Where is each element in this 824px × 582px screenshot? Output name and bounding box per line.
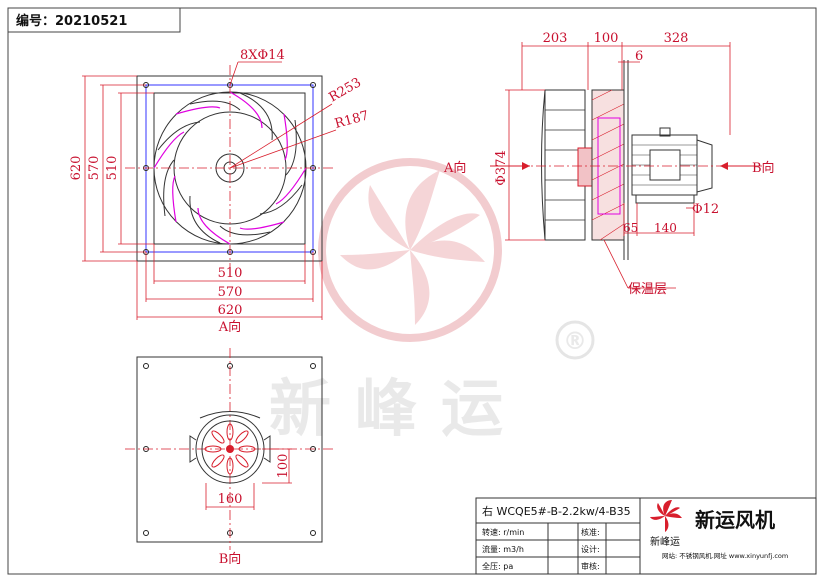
- title-block: 右 WCQE5#-B-2.2kw/4-B35 转速: r/min 核准: 流量:…: [475, 497, 817, 575]
- dim-203: 203: [543, 31, 568, 46]
- row-design-label: 设计:: [581, 544, 600, 554]
- motor-end-inner: [201, 420, 259, 478]
- dia-12: Φ12: [692, 202, 719, 217]
- dia-374: Φ374: [494, 150, 509, 185]
- dim-100: 100: [594, 31, 619, 46]
- front-flange-bolt-square: [145, 84, 314, 253]
- motor-fan-cover: [696, 139, 713, 193]
- dim-510-horizontal: 510: [218, 266, 243, 281]
- motor-foot: [635, 194, 695, 204]
- view-a-label: A向: [218, 319, 241, 335]
- hole-callout: 8XΦ14: [240, 48, 285, 63]
- dim-570-vertical: 570: [87, 156, 102, 181]
- brand-logo-icon: [650, 500, 682, 532]
- side-view: A向 B向 203 100 328 6 Φ374 Φ12 65 140: [443, 31, 775, 297]
- row-speed-label: 转速: r/min: [482, 527, 524, 537]
- side-label-a: A向: [443, 160, 466, 176]
- model-number: 右 WCQE5#-B-2.2kw/4-B35: [482, 504, 631, 518]
- drawing-number-box: [7, 7, 181, 33]
- bottom-dims: [205, 448, 292, 510]
- impeller-blades: [153, 91, 307, 245]
- side-label-b: B向: [752, 160, 775, 176]
- radius-inner-label: R187: [333, 108, 370, 131]
- motor-end-center: [226, 445, 234, 453]
- row-flow-label: 流量: m3/h: [482, 544, 524, 554]
- dim-328: 328: [664, 31, 689, 46]
- front-opening: [153, 92, 306, 245]
- bolt-holes: [143, 82, 316, 255]
- dim-620-horizontal: 620: [218, 303, 243, 318]
- brand-name: 新运风机: [695, 508, 775, 532]
- dim-570-horizontal: 570: [218, 285, 243, 300]
- dim-620-vertical: 620: [69, 156, 84, 181]
- bottom-dim-100: 100: [276, 454, 291, 479]
- side-top-dims: [521, 42, 731, 135]
- dim-510-vertical: 510: [105, 156, 120, 181]
- front-flange-outer: [136, 75, 323, 262]
- drawing-frame: [7, 7, 817, 575]
- watermark-registered: ®: [563, 327, 587, 355]
- radius-outer-label: R253: [327, 75, 364, 105]
- dim-6: 6: [635, 49, 643, 64]
- bottom-flange: [136, 356, 323, 543]
- front-view: 8XΦ14 R253 R187 510 570 620 A向 620 570: [69, 48, 370, 335]
- watermark-logo: ® 新峰运: [269, 158, 595, 445]
- row-pressure-label: 全压: pa: [482, 561, 513, 571]
- insulation-label: 保温层: [628, 282, 667, 297]
- website-line: 网站: 不锈钢风机.网址 www.xinyunfj.com: [662, 551, 788, 560]
- view-b-label: B向: [219, 551, 242, 567]
- motor-end-vents: [204, 423, 256, 475]
- side-bottom-dims: [623, 203, 695, 236]
- row-review-label: 审核:: [581, 561, 600, 571]
- insulation-layer: [591, 89, 625, 241]
- side-hub: [577, 147, 593, 187]
- dim-65: 65: [623, 221, 638, 235]
- watermark-text: 新峰运: [269, 372, 527, 445]
- side-diameter-dim: [505, 89, 545, 241]
- drawing-number: 编号：20210521: [16, 13, 127, 29]
- bottom-dim-160: 160: [218, 492, 243, 507]
- logo-caption: 新峰运: [650, 535, 680, 548]
- bottom-view: 100 160 B向: [125, 348, 335, 567]
- row-approve-label: 核准:: [581, 527, 600, 537]
- front-horizontal-dims: [136, 244, 323, 320]
- front-vertical-dims: [82, 75, 154, 262]
- impeller-blade-outlines: [157, 92, 303, 244]
- dim-140: 140: [654, 221, 677, 235]
